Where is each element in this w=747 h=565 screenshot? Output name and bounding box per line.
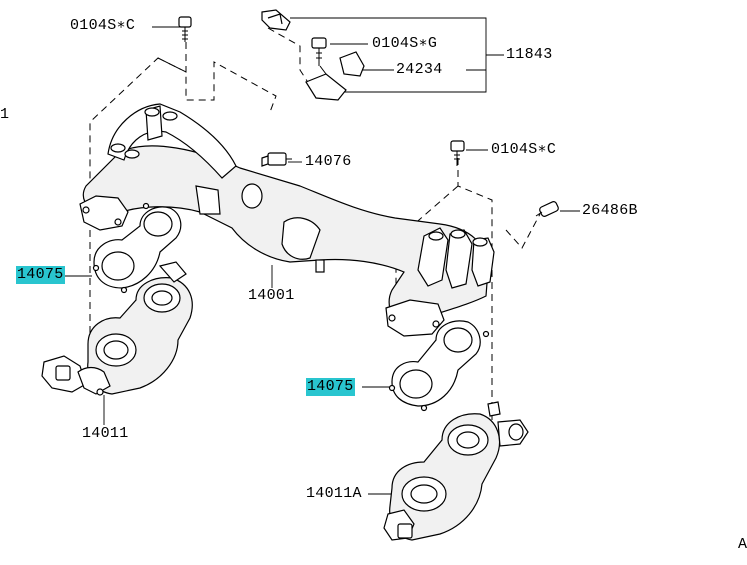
- callout-bracket: 24234: [396, 61, 443, 78]
- callout-assembly: 11843: [506, 46, 553, 63]
- bolt-top-left: [178, 16, 192, 42]
- bracket-assembly: [261, 9, 365, 101]
- gasket-left: [92, 202, 182, 294]
- callout-bolt-top-left: 0104S∗C: [70, 17, 136, 34]
- callout-throttle-right: 14011A: [306, 485, 362, 502]
- gasket-right: [388, 320, 490, 412]
- bolt-bracket: [311, 37, 327, 66]
- callout-manifold: 14001: [248, 287, 295, 304]
- throttle-body-right: [383, 401, 529, 541]
- callout-sensor: 14076: [305, 153, 352, 170]
- callout-hose: 26486B: [582, 202, 638, 219]
- sensor-14076: [261, 152, 292, 167]
- callout-throttle-left: 14011: [82, 425, 129, 442]
- callout-bolt-bracket: 0104S∗G: [372, 35, 438, 52]
- intake-manifold: [79, 103, 495, 337]
- bolt-right: [450, 140, 465, 166]
- callout-bolt-right: 0104S∗C: [491, 141, 557, 158]
- sensor-26486b: [535, 201, 559, 217]
- edge-fragment-left: 1: [0, 106, 10, 123]
- callout-gasket-left: 14075: [16, 266, 65, 284]
- callout-gasket-right: 14075: [306, 378, 355, 396]
- throttle-body-left: [41, 261, 193, 396]
- edge-fragment-bottom-right: A: [738, 536, 747, 553]
